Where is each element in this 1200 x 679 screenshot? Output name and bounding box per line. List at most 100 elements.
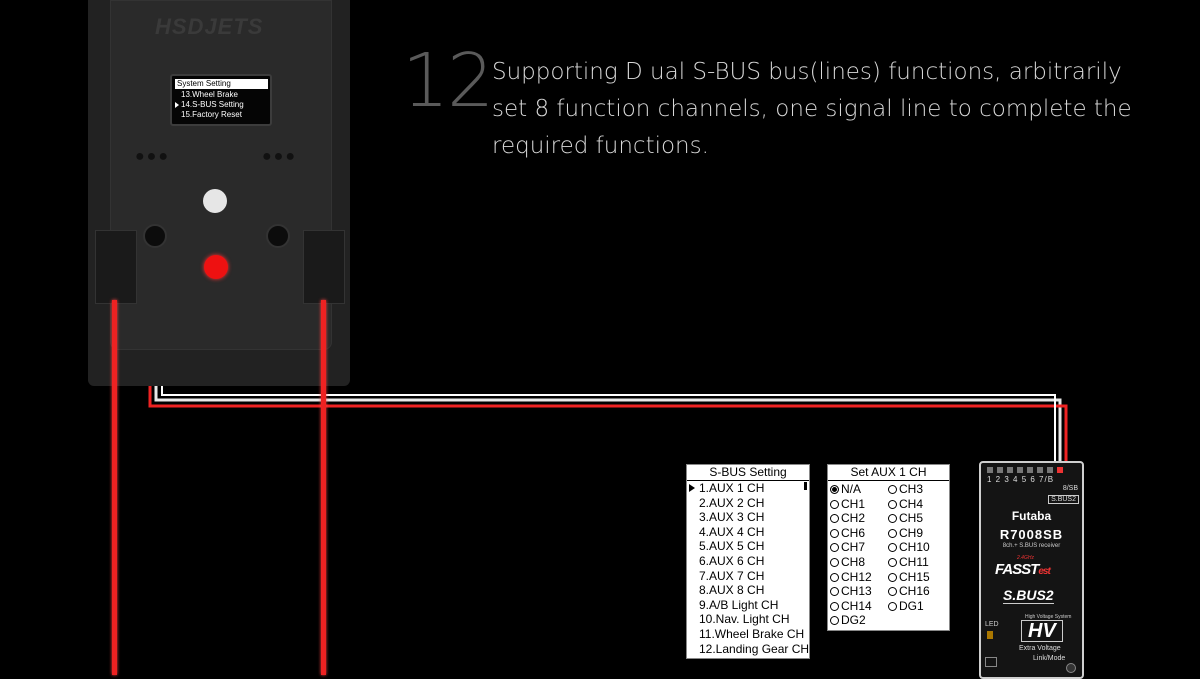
link-mode-button[interactable] [1066,663,1076,673]
white-button[interactable] [203,189,227,213]
radio-icon [830,616,839,626]
aux-option[interactable]: CH5 [888,511,946,526]
radio-icon [830,587,839,597]
sbus-menu-item[interactable]: 1.AUX 1 CH [687,481,809,496]
fasst-suffix: est [1038,566,1050,577]
aux-option[interactable]: CH2 [830,511,888,526]
sbus-menu-item[interactable]: 7.AUX 7 CH [699,568,765,583]
aux-option[interactable]: CH10 [888,540,946,555]
aux-option-label: DG1 [899,598,924,613]
sbus-menu-item[interactable]: 10.Nav. Light CH [699,612,790,627]
aux-option[interactable]: CH3 [888,482,946,497]
hv-caption: High Voltage System [1025,614,1072,620]
sbus-menu-title: S-BUS Setting [687,465,809,481]
radio-selected-icon [830,485,839,494]
radio-icon [888,499,897,509]
aux-option[interactable]: CH4 [888,497,946,512]
aux-option-label: CH1 [841,496,866,511]
sbus-menu-item[interactable]: 2.AUX 2 CH [699,495,765,510]
fasst-logo: FASSTest [995,561,1051,578]
extra-voltage-label: Extra Voltage [1019,645,1061,652]
receiver-pin-labels: 1 2 3 4 5 6 7/B [987,475,1055,484]
aux-option[interactable]: DG2 [830,613,888,628]
radio-icon [888,587,897,597]
aux-option-label: CH10 [899,540,930,555]
right-connector-clip [303,230,345,304]
aux-option-label: CH14 [841,598,872,613]
aux-option[interactable]: CH11 [888,555,946,570]
radio-icon [888,572,897,582]
aux-options-left: N/A CH1 CH2 CH6 CH7 CH8 CH12 CH13 CH14 D… [830,482,888,628]
aux-menu-title: Set AUX 1 CH [828,465,949,481]
aux-option-label: CH9 [899,525,924,540]
aux-option-label: CH6 [841,525,866,540]
oled-item-selected: 14.S-BUS Setting [172,100,270,110]
sbus-menu-item[interactable]: 4.AUX 4 CH [699,524,765,539]
receiver-brand: Futaba [1011,509,1052,523]
fasst-text: FASST [995,561,1039,578]
oled-item: 15.Factory Reset [181,110,242,119]
aux-option[interactable]: CH16 [888,584,946,599]
port-8sb-label: 8/SB [1062,485,1078,492]
aux-option[interactable]: CH14 [830,599,888,614]
aux-option[interactable]: CH1 [830,497,888,512]
radio-icon [888,543,897,553]
aux-option-label: CH8 [841,554,866,569]
aux-option[interactable]: CH12 [830,570,888,585]
oled-cursor-icon [175,102,179,108]
controller-faceplate [110,0,332,350]
sbus-menu-item[interactable]: 6.AUX 6 CH [699,553,765,568]
aux-options-right: CH3 CH4 CH5 CH9 CH10 CH11 CH15 CH16 DG1 [888,482,946,613]
aux-option-label: N/A [841,482,862,496]
right-black-button[interactable] [266,224,290,248]
aux-option-label: CH16 [899,584,930,599]
receiver-pin-header [987,467,1075,475]
sbus-menu-item[interactable]: 12.Landing Gear CH [699,641,810,656]
led-indicator [987,631,993,639]
aux-option-label: CH5 [899,511,924,526]
freq-label: 2.4GHz [1017,555,1034,561]
red-button[interactable] [204,255,228,279]
futaba-receiver: 1 2 3 4 5 6 7/B 8/SB S.BUS2 Futaba R7008… [979,461,1084,679]
aux-option[interactable]: CH15 [888,570,946,585]
radio-icon [830,514,839,524]
sbus-menu-item[interactable]: 8.AUX 8 CH [699,583,765,598]
sbus-menu-item[interactable]: 11.Wheel Brake CH [699,626,805,641]
feature-description: Supporting D ual S-BUS bus(lines) functi… [492,59,1132,159]
sbus-setting-menu: S-BUS Setting 1.AUX 1 CH 2.AUX 2 CH 3.AU… [686,464,810,659]
aux-option[interactable]: CH7 [830,540,888,555]
receiver-model: R7008SB [999,527,1064,542]
radio-icon [888,485,897,494]
aux-option-selected[interactable]: N/A [830,482,888,497]
aux-option-label: CH3 [899,482,924,496]
aux-option-label: CH11 [899,554,929,569]
left-connector-clip [95,230,137,304]
aux-option[interactable]: CH9 [888,526,946,541]
scrollbar[interactable] [804,482,807,490]
aux-option[interactable]: CH13 [830,584,888,599]
aux-option[interactable]: CH8 [830,555,888,570]
aux-option-label: CH12 [841,569,872,584]
extra-voltage-port [985,657,997,667]
feature-number: 12 [402,38,494,124]
aux-option[interactable]: DG1 [888,599,946,614]
oled-title: System Setting [175,79,268,89]
port-sbus2-label: S.BUS2 [1048,495,1079,504]
oled-item: 13.Wheel Brake [181,90,238,99]
radio-icon [888,557,897,567]
oled-item-label: 14.S-BUS Setting [181,100,244,109]
speaker-holes-left: ●●● [135,148,170,165]
aux-option[interactable]: CH6 [830,526,888,541]
left-black-button[interactable] [143,224,167,248]
radio-icon [830,528,839,538]
link-mode-label: Link/Mode [1033,655,1066,662]
sbus-menu-item[interactable]: 5.AUX 5 CH [699,539,765,554]
aux-option-label: CH15 [899,569,930,584]
sbus-menu-item[interactable]: 9.A/B Light CH [699,597,779,612]
right-power-wire [321,300,326,675]
radio-icon [888,528,897,538]
radio-icon [830,572,839,582]
oled-display: System Setting 13.Wheel Brake 14.S-BUS S… [170,74,272,126]
radio-icon [830,499,839,509]
sbus-menu-item[interactable]: 3.AUX 3 CH [699,510,765,525]
